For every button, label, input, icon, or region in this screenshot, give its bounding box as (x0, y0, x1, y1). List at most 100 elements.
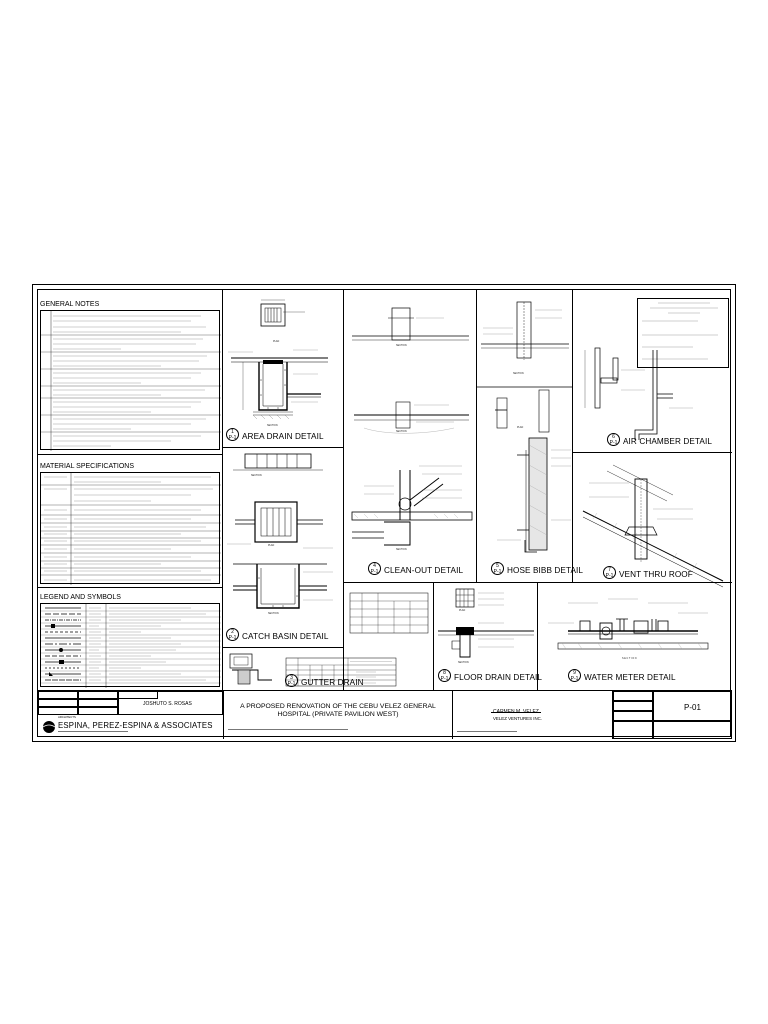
hose-bibb-drawing (477, 301, 573, 553)
vent-thru-roof-title: VENT THRU ROOF (619, 570, 693, 579)
area-drain-drawing (228, 299, 328, 420)
designer-name: JOSHUTO S. ROSAS (143, 701, 192, 707)
material-specs-block: MATERIAL SPECIFICATIONS (38, 455, 223, 588)
material-specs-table (40, 472, 221, 585)
catch-basin-drawing (227, 453, 333, 609)
water-meter-title: WATER METER DETAIL (584, 673, 676, 682)
catch-basin-plan-label: PLAN (268, 544, 275, 547)
drawing-sheet: GENERAL NOTES (32, 284, 736, 742)
general-notes-lines (41, 311, 221, 451)
floor-drain-plan-label: PLAN (459, 609, 466, 612)
clean-out-drawing (351, 307, 473, 546)
legend-title: LEGEND AND SYMBOLS (40, 594, 121, 601)
area-drain-title: AREA DRAIN DETAIL (242, 432, 324, 441)
gutter-drain-drawing (229, 653, 272, 685)
gutter-drain-title: GUTTER DRAIN (301, 678, 364, 687)
clean-out-title: CLEAN-OUT DETAIL (384, 566, 464, 575)
general-notes-title: GENERAL NOTES (40, 301, 100, 308)
air-chamber-title: AIR CHAMBER DETAIL (623, 437, 712, 446)
catch-basin-section-label-2: SECTION (268, 612, 279, 615)
legend-lines (41, 604, 221, 688)
tb-cell (78, 691, 118, 699)
material-specs-lines (41, 473, 221, 585)
air-chamber-drawing (584, 347, 693, 440)
floor-drain-title: FLOOR DRAIN DETAIL (454, 673, 543, 682)
drain-schedule-grid (349, 592, 429, 634)
area-drain-section-label: SECTION (267, 424, 278, 427)
legend-block: LEGEND AND SYMBOLS (38, 588, 223, 690)
left-column: GENERAL NOTES (38, 290, 223, 690)
hose-bibb-plan-label: PLAN (517, 426, 524, 429)
general-notes-table (40, 310, 221, 451)
tb-cell (613, 721, 653, 739)
tb-cell (613, 701, 653, 711)
clean-out-section-label-3: SECTION (396, 548, 407, 551)
project-cell: A PROPOSED RENOVATION OF THE CEBU VELEZ … (223, 691, 453, 739)
owner-company: VELEZ VENTURES INC. (493, 716, 543, 721)
firm-label: ARCHITECTS (58, 715, 76, 719)
sheet-number-cell: P-01 (653, 691, 732, 721)
legend-table (40, 603, 221, 688)
water-meter-drawing (548, 598, 709, 650)
tb-cell (78, 699, 118, 707)
water-meter-section-label: S E C T I O N (622, 657, 637, 660)
owner-address-line (457, 731, 517, 732)
project-number-cell (653, 721, 732, 739)
sheet-border: GENERAL NOTES (37, 289, 732, 739)
tb-cell (38, 699, 78, 707)
project-location-line (228, 729, 348, 730)
firm-cell: ARCHITECTS ESPINA, PEREZ-ESPINA & ASSOCI… (38, 715, 223, 739)
title-block: JOSHUTO S. ROSAS ARCHITECTS ESPINA, PERE… (38, 690, 732, 739)
catch-basin-title: CATCH BASIN DETAIL (242, 632, 329, 641)
tb-cell (613, 691, 653, 701)
tb-cell (38, 707, 78, 715)
vent-thru-roof-drawing (582, 464, 724, 588)
hose-bibb-title: HOSE BIBB DETAIL (507, 566, 584, 575)
area-drain-plan-label: PLAN (273, 340, 280, 343)
floor-drain-drawing (438, 588, 534, 658)
project-title-line-2: HOSPITAL (PRIVATE PAVILION WEST) (277, 711, 399, 719)
gutter-drain-schedule-grid (285, 657, 397, 687)
floor-drain-section-label: SECTION (458, 661, 469, 664)
tb-cell (38, 691, 78, 699)
general-notes-block: GENERAL NOTES (38, 290, 223, 455)
gutter-drain-schedule (285, 657, 397, 687)
designer-cell: JOSHUTO S. ROSAS (118, 691, 223, 715)
firm-address-line (58, 731, 128, 732)
tb-cell (613, 711, 653, 721)
owner-cell: CARMEN M. VELEZ VELEZ VENTURES INC. (453, 691, 613, 739)
owner-underline (491, 712, 541, 713)
sheet-number: P-01 (684, 703, 701, 712)
clean-out-section-label-1: SECTION (396, 344, 407, 347)
firm-name: ESPINA, PEREZ-ESPINA & ASSOCIATES (58, 721, 213, 730)
clean-out-section-label-2: SECTION (396, 430, 407, 433)
firm-logo-icon (42, 721, 56, 733)
material-specs-title: MATERIAL SPECIFICATIONS (40, 463, 134, 470)
project-title-line-1: A PROPOSED RENOVATION OF THE CEBU VELEZ … (240, 703, 436, 710)
